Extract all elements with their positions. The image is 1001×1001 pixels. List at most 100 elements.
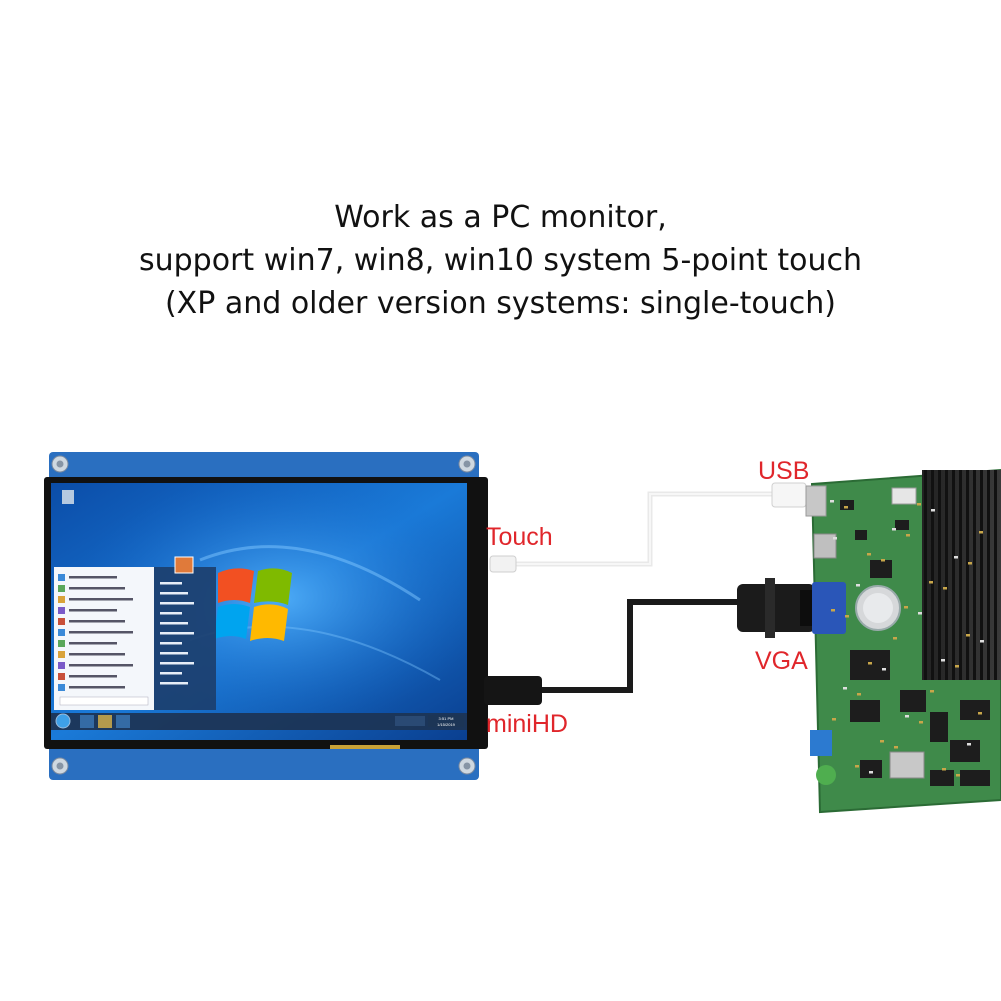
vga-plug: [737, 584, 815, 632]
m2-slot: [930, 712, 948, 742]
chip: [850, 650, 890, 680]
smd-part: [894, 746, 898, 749]
smd-part: [956, 774, 960, 777]
menu-right-item: [160, 582, 182, 585]
smd-part: [955, 665, 959, 668]
chip: [895, 520, 909, 530]
headline-line-3: (XP and older version systems: single-to…: [164, 286, 837, 321]
menu-right-item: [160, 622, 188, 625]
menu-right-item: [160, 592, 188, 595]
smd-part: [855, 765, 859, 768]
menu-right-item: [160, 652, 188, 655]
heatsink: [922, 470, 1001, 680]
menu-item-label: [69, 598, 133, 601]
heatsink-fin: [966, 470, 969, 680]
usb-label: USB: [758, 457, 810, 485]
taskbar: 3:51 PM 1/15/2019: [51, 713, 467, 730]
vga-label: VGA: [755, 647, 808, 675]
windows-logo-icon: [214, 568, 292, 641]
menu-right-item: [160, 642, 182, 645]
menu-item-label: [69, 576, 117, 579]
start-button: [55, 713, 71, 729]
pcb-board: [805, 468, 1001, 814]
menu-item-icon: [58, 662, 65, 669]
smd-part: [978, 712, 982, 715]
smd-part: [869, 771, 873, 774]
smd-part: [857, 693, 861, 696]
chip: [930, 770, 954, 786]
smd-part: [954, 556, 958, 559]
headline: Work as a PC monitor, support win7, win8…: [0, 196, 1001, 325]
smd-part: [931, 509, 935, 512]
menu-item-label: [69, 631, 133, 634]
smd-part: [844, 506, 848, 509]
heatsink-fin: [987, 470, 990, 680]
power-connector: [891, 487, 917, 505]
menu-item-icon: [58, 684, 65, 691]
search-box: [59, 696, 149, 706]
heatsink-fin: [924, 470, 927, 680]
menu-item-label: [69, 620, 125, 623]
taskbar-bar: [51, 713, 467, 730]
cables: [484, 482, 815, 705]
heatsink-fin: [945, 470, 948, 680]
menu-item-label: [69, 686, 125, 689]
usb-port: [805, 485, 827, 517]
smd-part: [893, 637, 897, 640]
menu-right-item: [160, 672, 182, 675]
ethernet-port: [889, 751, 925, 779]
smd-part: [905, 715, 909, 718]
menu-item-icon: [58, 673, 65, 680]
usb3-port: [810, 730, 832, 756]
chip: [860, 760, 882, 778]
micro-usb-plug: [489, 555, 517, 573]
smd-part: [929, 581, 933, 584]
chip: [870, 560, 892, 578]
menu-item-icon: [58, 651, 65, 658]
smd-part: [867, 553, 871, 556]
ie-taskbar-icon: [80, 715, 94, 728]
chip: [960, 700, 990, 720]
heatsink-fin: [973, 470, 976, 680]
heatsink-fin: [938, 470, 941, 680]
svg-text:3:51 PM: 3:51 PM: [439, 716, 454, 721]
smd-part: [892, 528, 896, 531]
chip: [855, 530, 867, 540]
hdmi-cable: [540, 599, 740, 693]
smd-part: [917, 503, 921, 506]
heatsink-fin: [980, 470, 983, 680]
audio-jack: [816, 765, 836, 785]
media-taskbar-icon: [116, 715, 130, 728]
minihd-label: miniHD: [486, 710, 568, 738]
smd-part: [906, 534, 910, 537]
smd-part: [941, 659, 945, 662]
smd-part: [830, 500, 834, 503]
smd-part: [943, 587, 947, 590]
menu-item-label: [69, 642, 117, 645]
menu-item-icon: [58, 629, 65, 636]
menu-item-label: [69, 609, 117, 612]
menu-right-item: [160, 662, 194, 665]
start-menu-right-panel: [154, 567, 216, 710]
menu-item-label: [69, 587, 125, 590]
menu-item-icon: [58, 596, 65, 603]
chip: [840, 500, 854, 510]
smd-part: [930, 690, 934, 693]
smd-part: [918, 612, 922, 615]
menu-item-label: [69, 653, 125, 656]
menu-right-item: [160, 682, 188, 685]
menu-item-icon: [58, 640, 65, 647]
smd-part: [980, 640, 984, 643]
monitor: 3:51 PM 1/15/2019: [44, 452, 488, 780]
mounting-holes: [51, 455, 476, 775]
headline-line-2: support win7, win8, win10 system 5-point…: [139, 243, 862, 278]
svg-text:1/15/2019: 1/15/2019: [437, 722, 456, 727]
smd-part: [942, 768, 946, 771]
smd-part: [845, 615, 849, 618]
smd-part: [966, 634, 970, 637]
smd-part: [919, 721, 923, 724]
clock: [428, 715, 464, 727]
heatsink-fin: [959, 470, 962, 680]
menu-right-item: [160, 612, 182, 615]
